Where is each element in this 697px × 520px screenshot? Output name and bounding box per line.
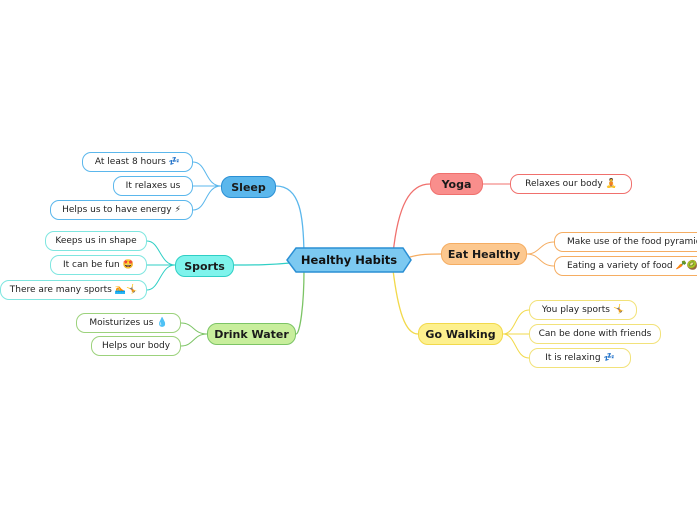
energy-icon: ⚡ bbox=[174, 205, 181, 215]
leaf-it-relaxes-us[interactable]: It relaxes us bbox=[113, 176, 193, 196]
leaf-it-can-be-fun[interactable]: It can be fun 🤩 bbox=[50, 255, 147, 275]
leaf-keeps-us-in-shape[interactable]: Keeps us in shape bbox=[45, 231, 147, 251]
leaf-at-least-8-hours[interactable]: At least 8 hours 💤 bbox=[82, 152, 193, 172]
branch-drink-water-label: Drink Water bbox=[214, 327, 289, 341]
branch-yoga[interactable]: Yoga bbox=[430, 173, 483, 195]
branch-sports[interactable]: Sports bbox=[175, 255, 234, 277]
leaf-there-are-many-sports[interactable]: There are many sports 🏊🤸 bbox=[0, 280, 147, 300]
center-node-shape bbox=[286, 247, 412, 273]
sports-icon: 🏊🤸 bbox=[114, 285, 138, 295]
food-icon: 🥕🥝 bbox=[675, 261, 697, 271]
zzz-icon: 💤 bbox=[603, 353, 615, 363]
branch-sleep[interactable]: Sleep bbox=[221, 176, 276, 198]
leaf-you-play-sports[interactable]: You play sports 🤸 bbox=[529, 300, 637, 320]
gymnast-icon: 🤸 bbox=[612, 305, 625, 315]
center-node[interactable]: Healthy Habits bbox=[287, 248, 411, 272]
droplet-icon: 💧 bbox=[156, 318, 168, 328]
leaf-it-is-relaxing[interactable]: It is relaxing 💤 bbox=[529, 348, 631, 368]
leaf-make-use-of-the-food-pyramid[interactable]: Make use of the food pyramid bbox=[554, 232, 697, 252]
branch-go-walking-label: Go Walking bbox=[425, 327, 496, 341]
yoga-icon: 🧘 bbox=[605, 179, 617, 189]
branch-sports-label: Sports bbox=[184, 259, 225, 273]
center-node-label: Healthy Habits bbox=[300, 253, 398, 267]
branch-go-walking[interactable]: Go Walking bbox=[418, 323, 503, 345]
leaf-eating-a-variety-of-food[interactable]: Eating a variety of food 🥕🥝 bbox=[554, 256, 697, 276]
branch-eat-healthy-label: Eat Healthy bbox=[447, 247, 521, 261]
branch-eat-healthy[interactable]: Eat Healthy bbox=[441, 243, 527, 265]
zzz-icon: 💤 bbox=[168, 157, 181, 167]
leaf-can-be-done-with-friends[interactable]: Can be done with friends bbox=[529, 324, 661, 344]
branch-drink-water[interactable]: Drink Water bbox=[207, 323, 296, 345]
branch-yoga-label: Yoga bbox=[441, 177, 472, 191]
leaf-helps-our-body[interactable]: Helps our body bbox=[91, 336, 181, 356]
leaf-relaxes-our-body[interactable]: Relaxes our body 🧘 bbox=[510, 174, 632, 194]
star-eyes-icon: 🤩 bbox=[122, 260, 134, 270]
leaf-moisturizes-us[interactable]: Moisturizes us 💧 bbox=[76, 313, 181, 333]
leaf-helps-us-to-have-energy[interactable]: Helps us to have energy ⚡ bbox=[50, 200, 193, 220]
branch-sleep-label: Sleep bbox=[231, 180, 266, 194]
